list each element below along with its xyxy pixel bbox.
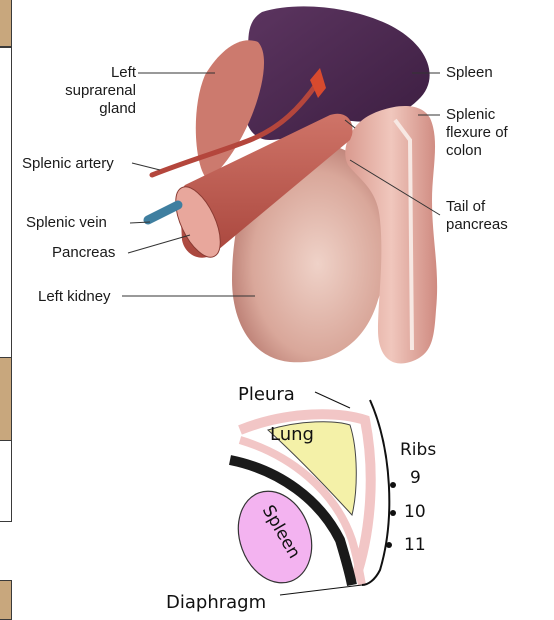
label-left-suprarenal-gland: Left suprarenal gland <box>30 64 136 118</box>
label-tail-of-pancreas: Tail of pancreas <box>446 198 508 234</box>
label-rib-11: 11 <box>404 535 426 555</box>
label-pleura: Pleura <box>238 384 295 405</box>
splenic-vein-vessel <box>148 205 178 220</box>
label-pancreas: Pancreas <box>52 244 115 262</box>
label-rib-9: 9 <box>410 468 421 488</box>
label-splenic-flexure: Splenic flexure of colon <box>446 106 508 160</box>
label-splenic-artery: Splenic artery <box>22 155 114 173</box>
label-rib-10: 10 <box>404 502 426 522</box>
label-lung: Lung <box>270 424 314 445</box>
label-diaphragm: Diaphragm <box>166 592 266 613</box>
cross-section-diagram <box>226 392 396 595</box>
label-left-kidney: Left kidney <box>38 288 111 306</box>
label-splenic-vein: Splenic vein <box>26 214 107 232</box>
label-ribs: Ribs <box>400 440 436 460</box>
label-spleen: Spleen <box>446 64 493 82</box>
